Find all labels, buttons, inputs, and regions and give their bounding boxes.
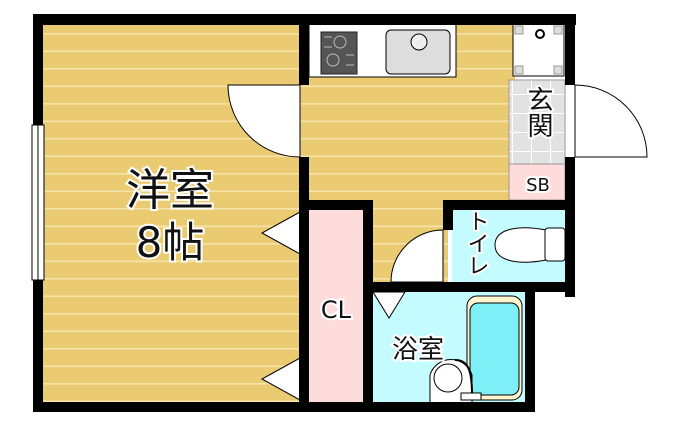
bathroom-label: 浴室 xyxy=(392,335,444,365)
toilet-door-icon xyxy=(390,229,444,283)
washbasin-icon xyxy=(429,359,482,404)
toilet-label: トイレ xyxy=(464,210,489,276)
entrance-floor xyxy=(508,79,566,166)
stove-icon xyxy=(320,31,358,75)
closet-label: CL xyxy=(321,296,352,324)
entrance-label: 玄関 xyxy=(523,86,553,138)
closet-floor xyxy=(308,207,364,405)
bathtub-icon xyxy=(466,295,523,401)
entrance-door-icon xyxy=(574,84,648,158)
toilet-icon xyxy=(494,227,566,263)
sink-icon xyxy=(385,29,451,75)
washing-machine-space-icon xyxy=(512,23,565,77)
window-icon xyxy=(31,124,45,281)
western-room-label: 洋室 xyxy=(126,165,214,216)
western-room-size: 8帖 xyxy=(136,218,205,267)
shoe-box-label: SB xyxy=(526,175,550,196)
room-door-icon xyxy=(227,84,301,158)
